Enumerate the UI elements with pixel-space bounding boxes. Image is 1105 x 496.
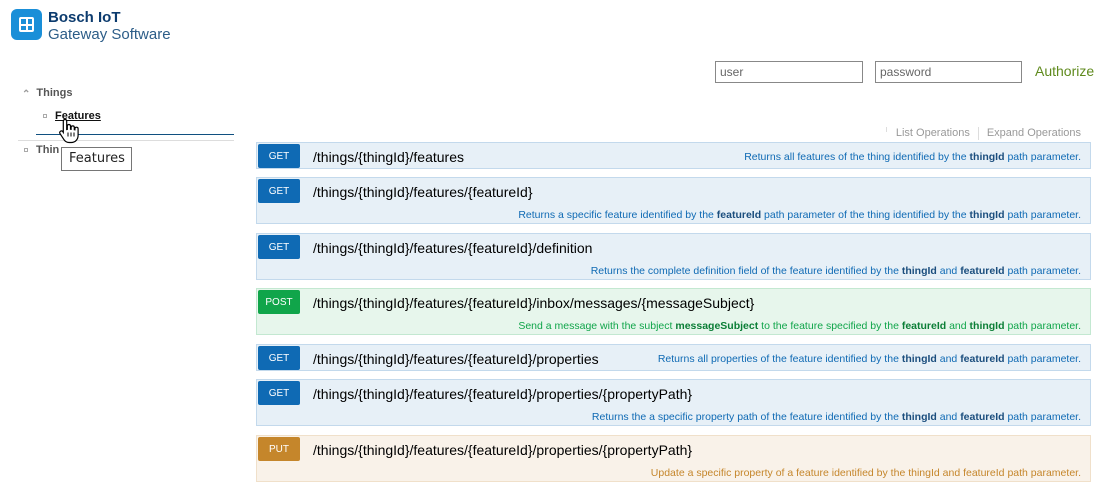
sidebar-group-label: Things xyxy=(36,87,73,99)
method-badge[interactable]: GET xyxy=(258,179,300,203)
username-input[interactable] xyxy=(715,61,863,83)
endpoint-post-feature-message[interactable]: POST /things/{thingId}/features/{feature… xyxy=(256,288,1091,335)
sidebar-group-things[interactable]: ⌃ Things xyxy=(22,87,73,100)
operations-toolbar: List Operations Expand Operations xyxy=(885,127,1081,140)
method-badge[interactable]: GET xyxy=(258,381,300,405)
endpoint-path[interactable]: /things/{thingId}/features/{featureId} xyxy=(313,184,533,200)
endpoint-get-feature-property[interactable]: GET /things/{thingId}/features/{featureI… xyxy=(256,379,1091,426)
sidebar-group-things-2[interactable]: Thin xyxy=(24,144,59,156)
endpoint-path[interactable]: /things/{thingId}/features/{featureId}/p… xyxy=(313,386,693,402)
authorize-button[interactable]: Authorize xyxy=(1035,63,1095,79)
endpoint-path[interactable]: /things/{thingId}/features/{featureId}/p… xyxy=(313,442,693,458)
endpoint-description: Returns a specific feature identified by… xyxy=(518,209,1081,221)
sidebar-divider xyxy=(18,140,234,141)
method-badge[interactable]: GET xyxy=(258,346,300,370)
sidebar-group-label: Thin xyxy=(36,144,60,156)
brand-title: Bosch IoT xyxy=(48,9,121,26)
gateway-logo-icon xyxy=(11,9,42,40)
method-badge[interactable]: GET xyxy=(258,235,300,259)
endpoint-get-feature[interactable]: GET /things/{thingId}/features/{featureI… xyxy=(256,177,1091,224)
endpoint-description: Returns all features of the thing identi… xyxy=(744,151,1081,163)
brand-logo: Bosch IoT Gateway Software xyxy=(11,9,171,42)
sidebar-item-features[interactable]: Features xyxy=(43,110,101,122)
method-badge[interactable]: POST xyxy=(258,290,300,314)
bullet-icon xyxy=(24,148,28,152)
method-badge[interactable]: GET xyxy=(258,144,300,168)
bullet-icon xyxy=(43,114,47,118)
endpoint-description: Send a message with the subject messageS… xyxy=(518,320,1081,332)
endpoint-path[interactable]: /things/{thingId}/features xyxy=(313,149,464,165)
endpoint-path[interactable]: /things/{thingId}/features/{featureId}/i… xyxy=(313,295,755,311)
divider xyxy=(977,127,979,140)
brand-subtitle: Gateway Software xyxy=(48,26,171,43)
endpoint-description: Returns all properties of the feature id… xyxy=(657,353,1081,365)
divider xyxy=(885,127,887,132)
active-item-underline xyxy=(36,134,234,135)
endpoint-put-feature-property[interactable]: PUT /things/{thingId}/features/{featureI… xyxy=(256,435,1091,482)
endpoint-get-features[interactable]: GET /things/{thingId}/features Returns a… xyxy=(256,142,1091,169)
tooltip: Features xyxy=(61,147,132,171)
endpoint-description: Returns the complete definition field of… xyxy=(590,265,1081,277)
method-badge[interactable]: PUT xyxy=(258,437,300,461)
list-operations-link[interactable]: List Operations xyxy=(895,127,970,139)
endpoint-description: Returns the a specific property path of … xyxy=(591,411,1081,423)
password-input[interactable] xyxy=(875,61,1022,83)
sidebar-item-label[interactable]: Features xyxy=(55,110,101,122)
chevron-up-icon: ⌃ xyxy=(22,88,31,100)
endpoint-description: Update a specific property of a feature … xyxy=(650,467,1081,479)
hand-pointer-cursor-icon xyxy=(59,118,79,144)
expand-operations-link[interactable]: Expand Operations xyxy=(986,127,1081,139)
endpoint-get-feature-definition[interactable]: GET /things/{thingId}/features/{featureI… xyxy=(256,233,1091,280)
endpoint-path[interactable]: /things/{thingId}/features/{featureId}/p… xyxy=(313,351,599,367)
endpoint-path[interactable]: /things/{thingId}/features/{featureId}/d… xyxy=(313,240,593,256)
endpoint-get-feature-properties[interactable]: GET /things/{thingId}/features/{featureI… xyxy=(256,344,1091,371)
